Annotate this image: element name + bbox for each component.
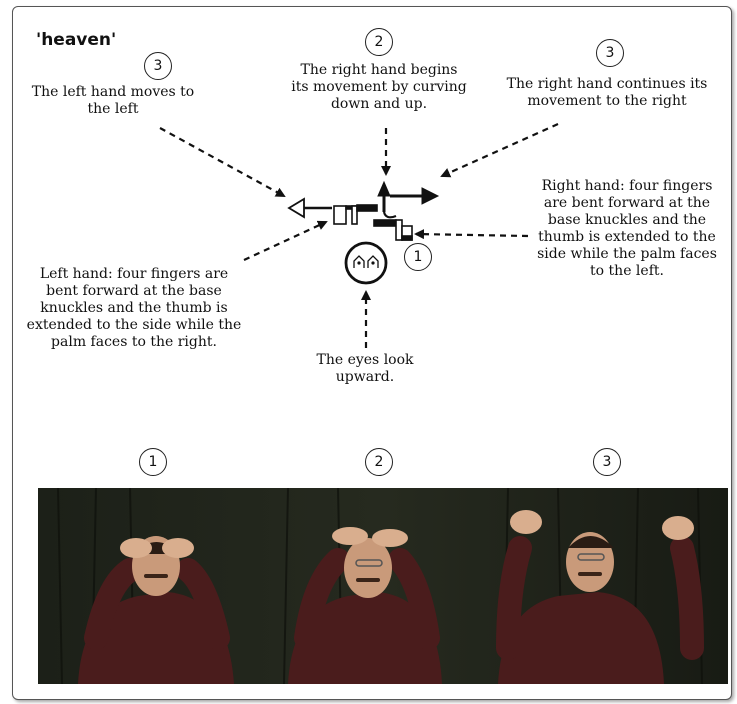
label-left-hand-moves: The left hand moves to the left — [31, 84, 195, 117]
right-hand-shape-icon — [373, 219, 413, 241]
right-movement-arrow-icon — [377, 180, 440, 219]
left-hand-shape-icon — [333, 204, 378, 225]
leader-right-hand-shape — [414, 229, 529, 240]
leader-left-hand-moves — [159, 127, 286, 197]
step-marker-right-begin: 2 — [365, 28, 393, 56]
leader-right-hand-continues — [440, 122, 559, 178]
photo-strip-illustration — [38, 488, 728, 684]
photo-person-3 — [496, 510, 704, 684]
sign-title: 'heaven' — [36, 30, 117, 50]
label-eyes: The eyes look upward. — [316, 352, 414, 385]
photo-step-marker-3: 3 — [593, 448, 621, 476]
photo-person-1 — [78, 536, 234, 684]
photo-step-marker-2: 2 — [365, 448, 393, 476]
step-marker-right-continue: 3 — [596, 39, 624, 67]
step-marker-left-hand: 3 — [144, 52, 172, 80]
label-right-hand-continues: The right hand continues its movement to… — [506, 76, 708, 109]
left-movement-arrow-icon — [287, 197, 332, 219]
face-eyes-up-icon — [344, 241, 388, 285]
photo-step-marker-1: 1 — [139, 448, 167, 476]
leader-left-hand-shape — [243, 220, 328, 261]
photo-person-2 — [288, 527, 442, 684]
photo-sequence — [38, 488, 728, 684]
label-right-hand-begins: The right hand begins its movement by cu… — [291, 62, 467, 112]
label-right-hand-shape: Right hand: four fingers are bent forwar… — [537, 178, 717, 279]
label-left-hand-shape: Left hand: four fingers are bent forward… — [26, 266, 242, 350]
step-marker-face: 1 — [404, 243, 432, 271]
